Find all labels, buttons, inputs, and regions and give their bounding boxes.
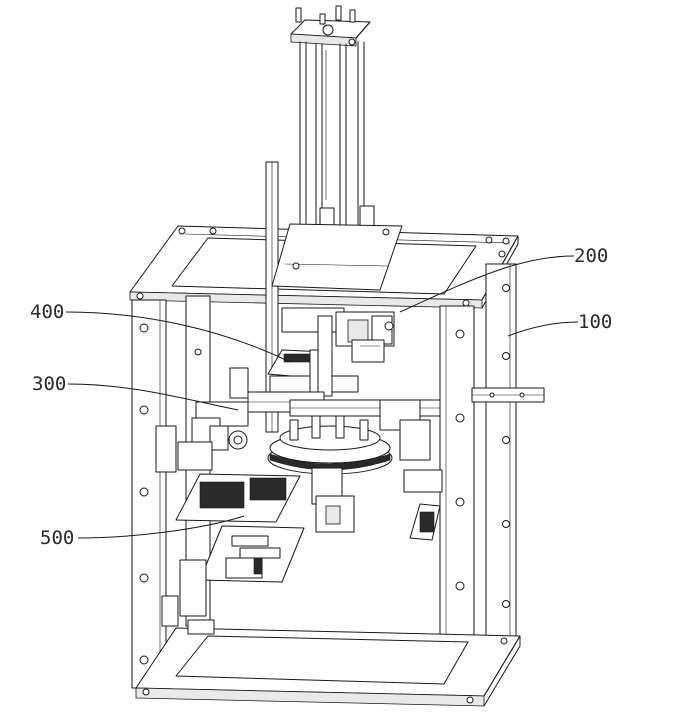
leader-200 [399,255,575,313]
leader-500 [77,515,245,539]
label-500: 500 [40,527,74,549]
label-200: 200 [574,245,608,267]
label-100: 100 [578,311,612,333]
side-bracket-right [403,387,545,541]
component-400 [267,315,359,397]
label-300: 300 [32,373,66,395]
component-200 [281,307,395,363]
leader-lines [65,255,579,539]
leader-100 [507,321,579,337]
component-500 [161,473,305,635]
label-400: 400 [30,301,64,323]
vertical-guide-assembly [265,5,403,433]
leader-300 [67,383,239,411]
leader-400 [65,311,291,363]
rotary-table [267,399,441,533]
